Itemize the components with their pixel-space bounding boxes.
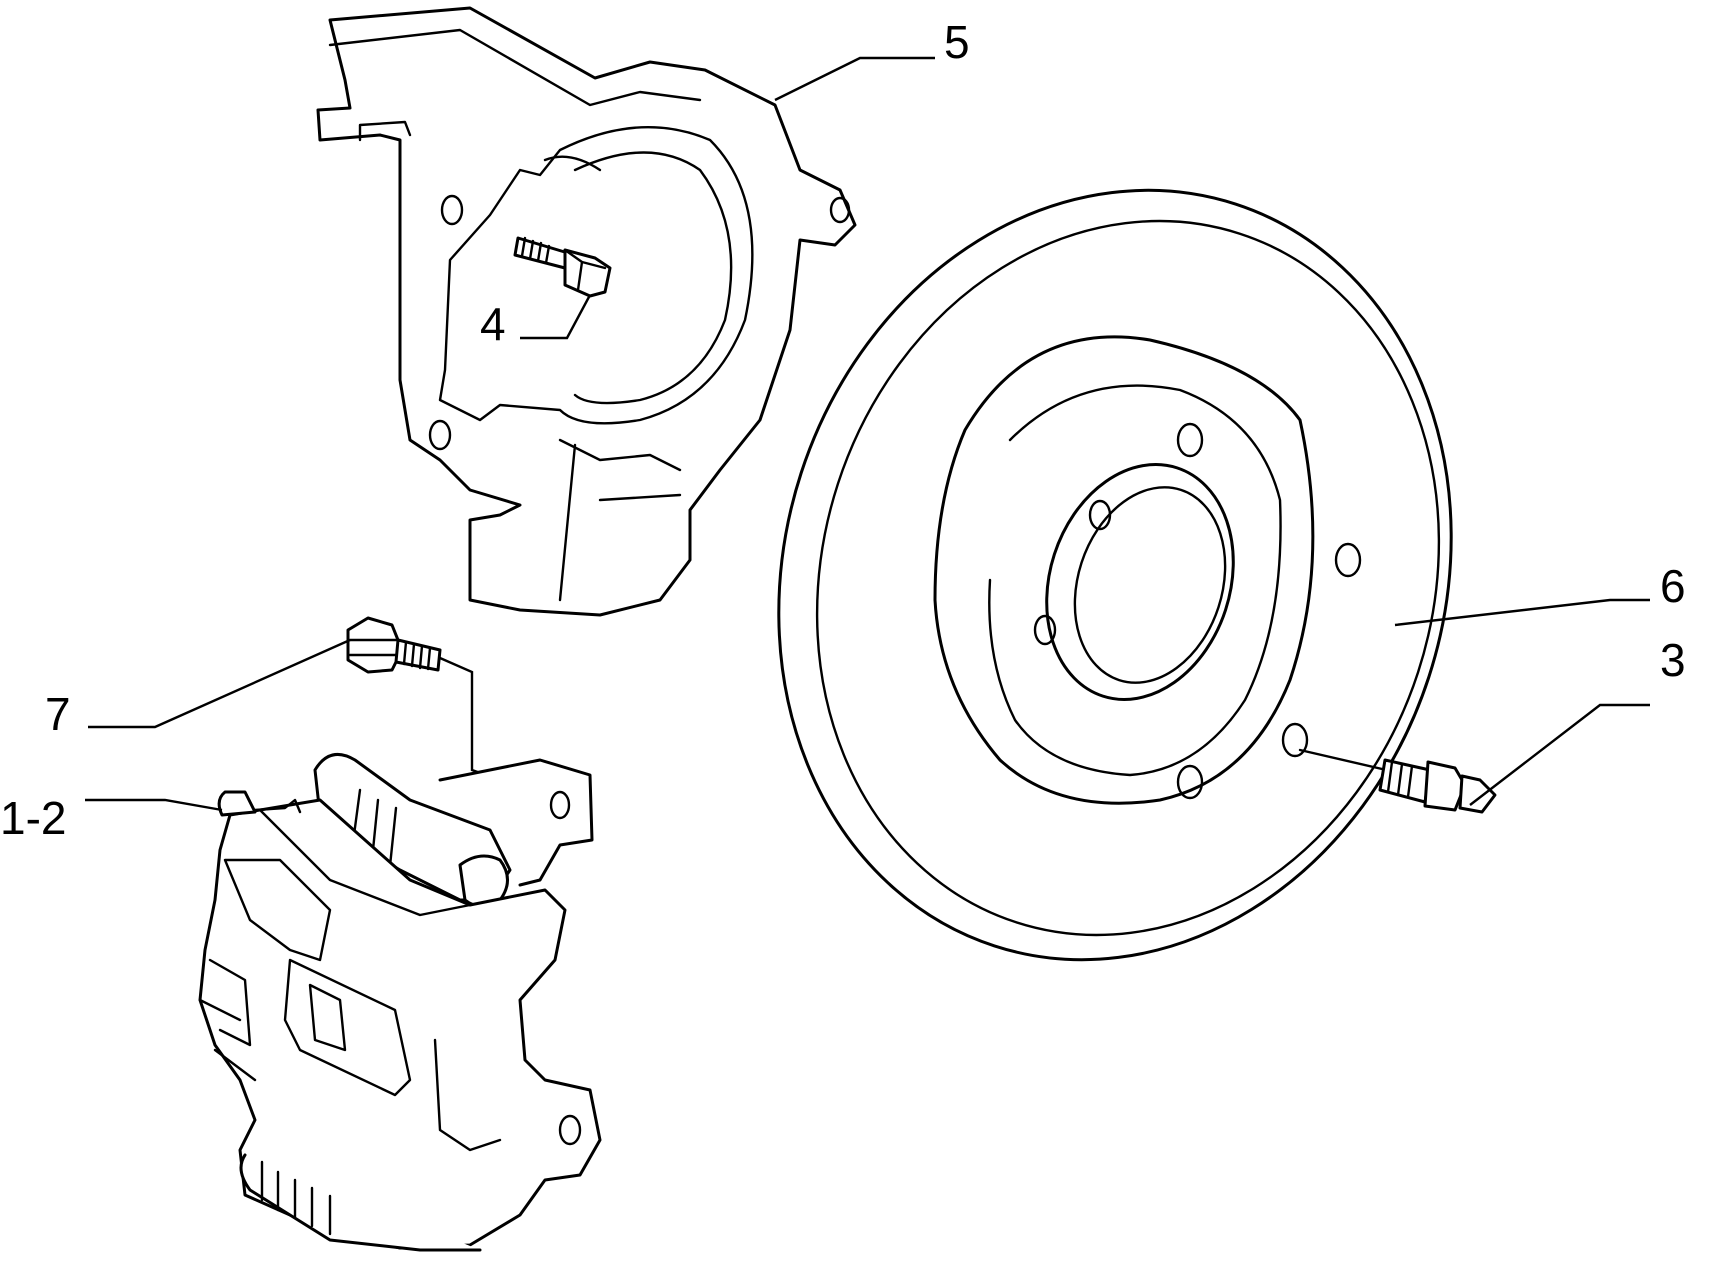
- disc-screw-part: [1298, 748, 1497, 814]
- leader-line-3: [1469, 703, 1650, 806]
- leader-line-6: [1394, 598, 1650, 627]
- callout-7: 7: [45, 688, 71, 740]
- callout-3: 3: [1660, 634, 1686, 686]
- shield-bolt-part: [513, 236, 612, 298]
- callout-4: 4: [480, 298, 506, 350]
- brake-caliper-part: [198, 752, 602, 1252]
- leader-line-7: [88, 638, 351, 729]
- callout-labels: 5 4 6 3 7 1-2: [0, 16, 1686, 844]
- callout-1-2: 1-2: [0, 792, 66, 844]
- dust-shield-part: [316, 6, 857, 617]
- brake-disc-part: [777, 188, 1453, 962]
- leader-line-4: [520, 294, 592, 340]
- callout-6: 6: [1660, 560, 1686, 612]
- leader-line-5: [774, 56, 935, 102]
- leader-lines: [85, 56, 1650, 812]
- leader-line-1-2: [85, 798, 223, 812]
- caliper-bolt-part: [346, 616, 501, 782]
- callout-5: 5: [944, 16, 970, 68]
